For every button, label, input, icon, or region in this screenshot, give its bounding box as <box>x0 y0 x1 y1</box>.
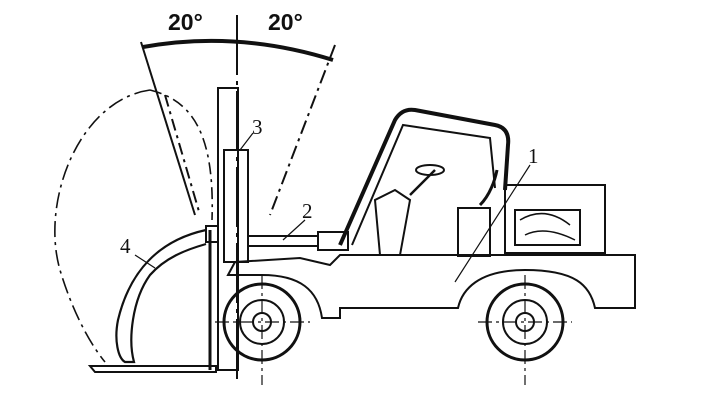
overhead-guard <box>338 107 511 246</box>
rear-wheel <box>478 275 572 385</box>
callout-2: 2 <box>302 199 313 223</box>
swing-envelope <box>54 89 151 363</box>
left-angle-label: 20° <box>168 9 203 35</box>
callout-3: 3 <box>252 115 263 139</box>
callout-4: 4 <box>120 234 131 258</box>
forklift-body <box>226 164 636 319</box>
front-wheel <box>215 275 310 385</box>
tilt-cylinder <box>247 231 349 251</box>
clamp-arm <box>115 228 207 364</box>
right-angle-label: 20° <box>268 9 303 35</box>
callout-1: 1 <box>528 144 539 168</box>
